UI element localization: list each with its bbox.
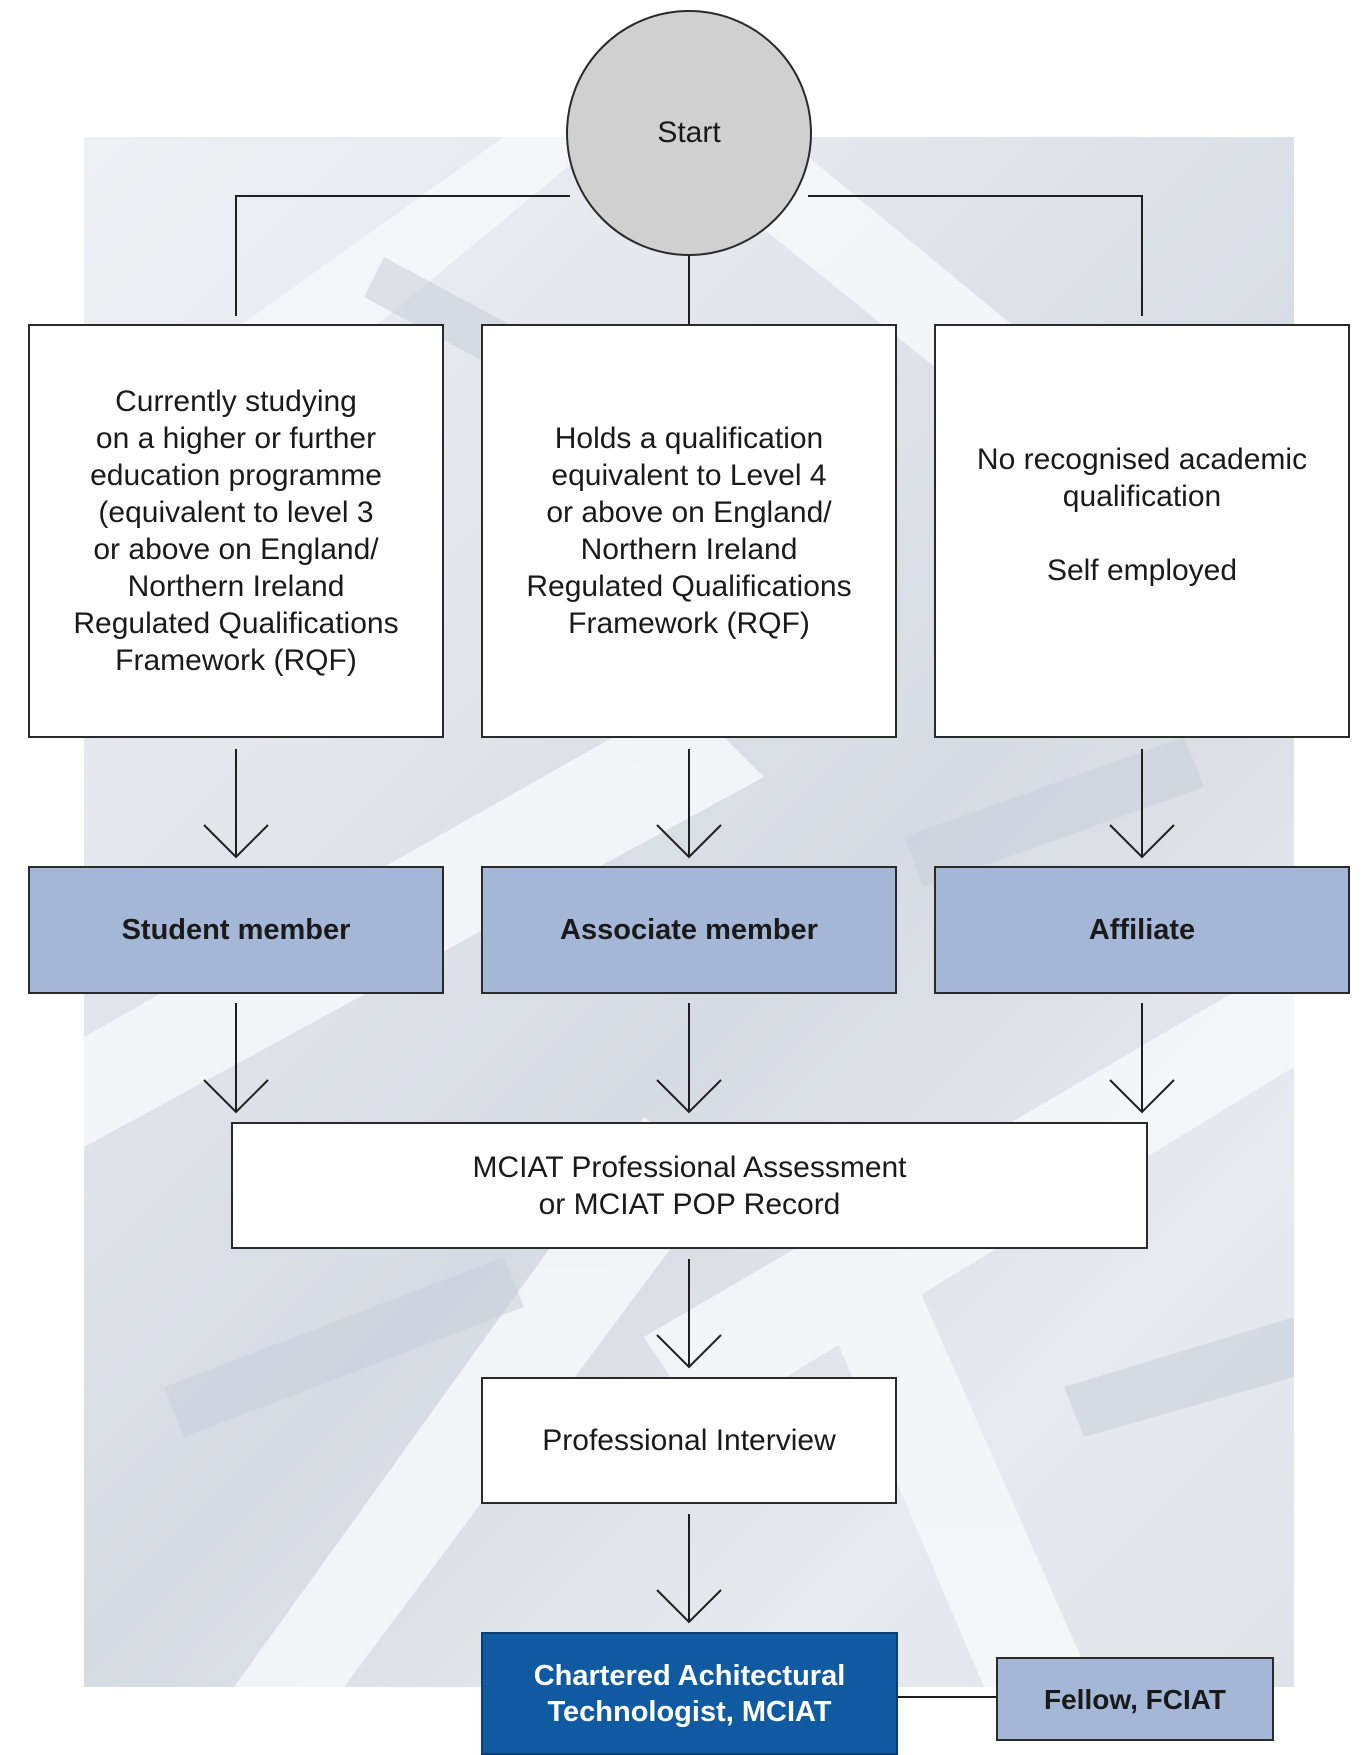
student-member-box: Student member (28, 866, 444, 994)
criteria-text-no-qualification: No recognised academic qualification Sel… (976, 443, 1308, 587)
professional-assessment-text: MCIAT Professional Assessment or MCIAT P… (472, 1150, 907, 1221)
start-node: Start (566, 10, 812, 256)
associate-member-label: Associate member (560, 913, 818, 946)
fellow-box: Fellow, FCIAT (996, 1657, 1274, 1741)
criteria-box-qualified: Holds a qualification equivalent to Leve… (481, 324, 897, 738)
professional-assessment-box: MCIAT Professional Assessment or MCIAT P… (231, 1122, 1148, 1249)
criteria-box-studying: Currently studying on a higher or furthe… (28, 324, 444, 738)
start-label: Start (657, 116, 721, 149)
criteria-box-no-qualification: No recognised academic qualification Sel… (934, 324, 1350, 738)
chartered-technologist-text: Chartered Achitectural Technologist, MCI… (533, 1659, 846, 1728)
professional-interview-box: Professional Interview (481, 1377, 897, 1504)
professional-interview-text: Professional Interview (542, 1424, 836, 1457)
affiliate-box: Affiliate (934, 866, 1350, 994)
associate-member-box: Associate member (481, 866, 897, 994)
chartered-technologist-box: Chartered Achitectural Technologist, MCI… (481, 1632, 898, 1755)
criteria-text-studying: Currently studying on a higher or furthe… (73, 385, 399, 677)
student-member-label: Student member (121, 913, 351, 946)
criteria-text-qualified: Holds a qualification equivalent to Leve… (526, 422, 852, 640)
fellow-text: Fellow, FCIAT (1044, 1683, 1226, 1715)
affiliate-label: Affiliate (1088, 913, 1196, 946)
